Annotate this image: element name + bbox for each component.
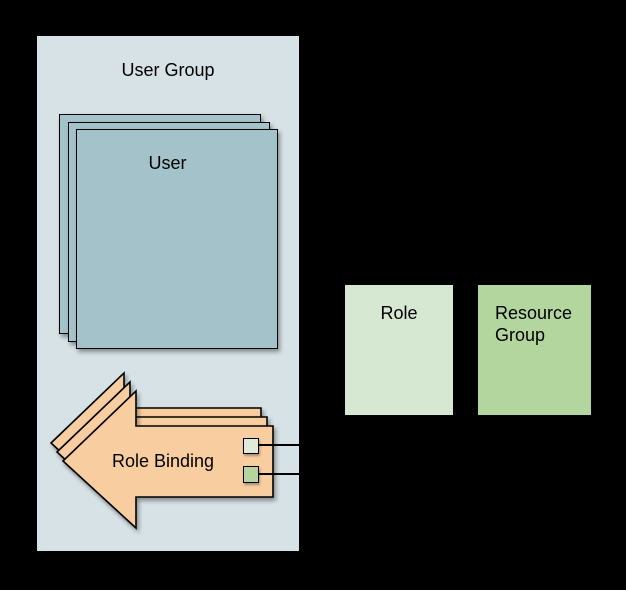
user-card-front [76, 129, 278, 349]
role-binding-label: Role Binding [111, 451, 215, 471]
connector-role-binding-to-resource-group [258, 473, 345, 475]
resource-group-port-square [243, 466, 259, 483]
resource-group-box: Resource Group [478, 285, 591, 415]
role-binding-arrow-front [61, 389, 274, 530]
connector-role-binding-to-role [258, 444, 345, 446]
resource-group-label: Resource Group [495, 303, 573, 345]
user-group-label: User Group [121, 60, 215, 80]
role-label: Role [380, 303, 418, 323]
role-box: Role [345, 285, 453, 415]
role-port-square [243, 438, 259, 454]
user-label: User [148, 153, 187, 173]
